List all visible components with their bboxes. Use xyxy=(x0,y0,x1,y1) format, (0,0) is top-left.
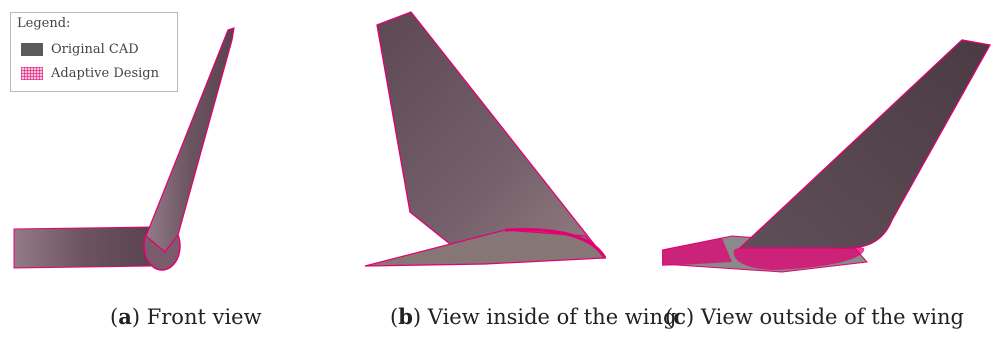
legend-label-adaptive-design: Adaptive Design xyxy=(51,66,159,81)
front-view-render xyxy=(13,27,235,271)
panel-view-inside xyxy=(355,0,655,280)
caption-b: (b) View inside of the wing xyxy=(390,304,677,329)
legend: Legend: Original CAD Adaptive Design xyxy=(10,12,178,92)
outside-view-render xyxy=(662,39,992,273)
legend-item-original-cad: Original CAD xyxy=(21,42,139,57)
legend-label-original-cad: Original CAD xyxy=(51,42,139,57)
original-cad-swatch-icon xyxy=(21,43,43,56)
adaptive-design-swatch-icon xyxy=(21,67,43,80)
inside-view-render xyxy=(364,11,607,267)
legend-item-adaptive-design: Adaptive Design xyxy=(21,66,159,81)
caption-a: (a) Front view xyxy=(110,304,262,329)
panel-view-outside xyxy=(662,0,1003,280)
panel-front-view: Legend: Original CAD Adaptive Design xyxy=(0,0,340,280)
legend-title: Legend: xyxy=(17,16,71,31)
caption-c: (c) View outside of the wing xyxy=(665,304,964,329)
